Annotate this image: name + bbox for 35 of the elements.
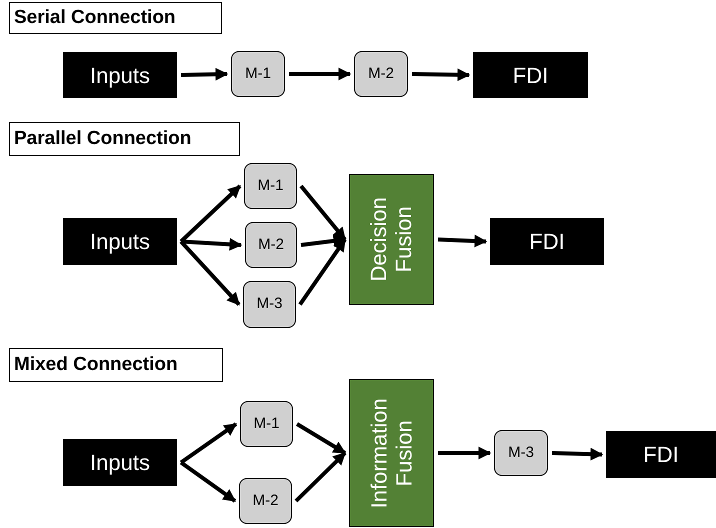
terminal-box: FDI (490, 218, 604, 265)
arrow (552, 448, 604, 461)
terminal-box: Inputs (63, 52, 177, 98)
arrow (298, 238, 347, 306)
module-box: M-3 (243, 281, 296, 328)
module-box: M-3 (494, 430, 548, 476)
arrow (180, 460, 236, 503)
section-heading-box: Parallel Connection (9, 122, 240, 156)
module-box: M-2 (239, 478, 292, 524)
terminal-box: FDI (606, 431, 716, 478)
arrow (294, 452, 346, 502)
arrow (289, 68, 352, 80)
arrow (180, 422, 238, 464)
fusion-box: Decision Fusion (349, 174, 434, 305)
arrow (180, 68, 228, 81)
terminal-box: FDI (473, 52, 588, 98)
module-box: M-2 (245, 222, 297, 268)
arrow (438, 446, 492, 460)
arrow (180, 238, 242, 251)
section-heading-box: Mixed Connection (9, 348, 223, 382)
module-box: M-1 (244, 163, 297, 209)
module-box: M-1 (231, 51, 285, 97)
arrow (300, 234, 346, 248)
section-heading-box: Serial Connection (9, 2, 222, 34)
arrow (296, 422, 346, 455)
fusion-box: Information Fusion (349, 379, 434, 527)
arrow (299, 184, 347, 241)
module-box: M-2 (354, 51, 408, 97)
arrow (180, 240, 240, 306)
arrow (180, 184, 242, 243)
arrow (438, 234, 488, 248)
module-box: M-1 (240, 401, 293, 447)
arrow (412, 68, 470, 82)
terminal-box: Inputs (63, 439, 177, 486)
terminal-box: Inputs (63, 218, 177, 265)
